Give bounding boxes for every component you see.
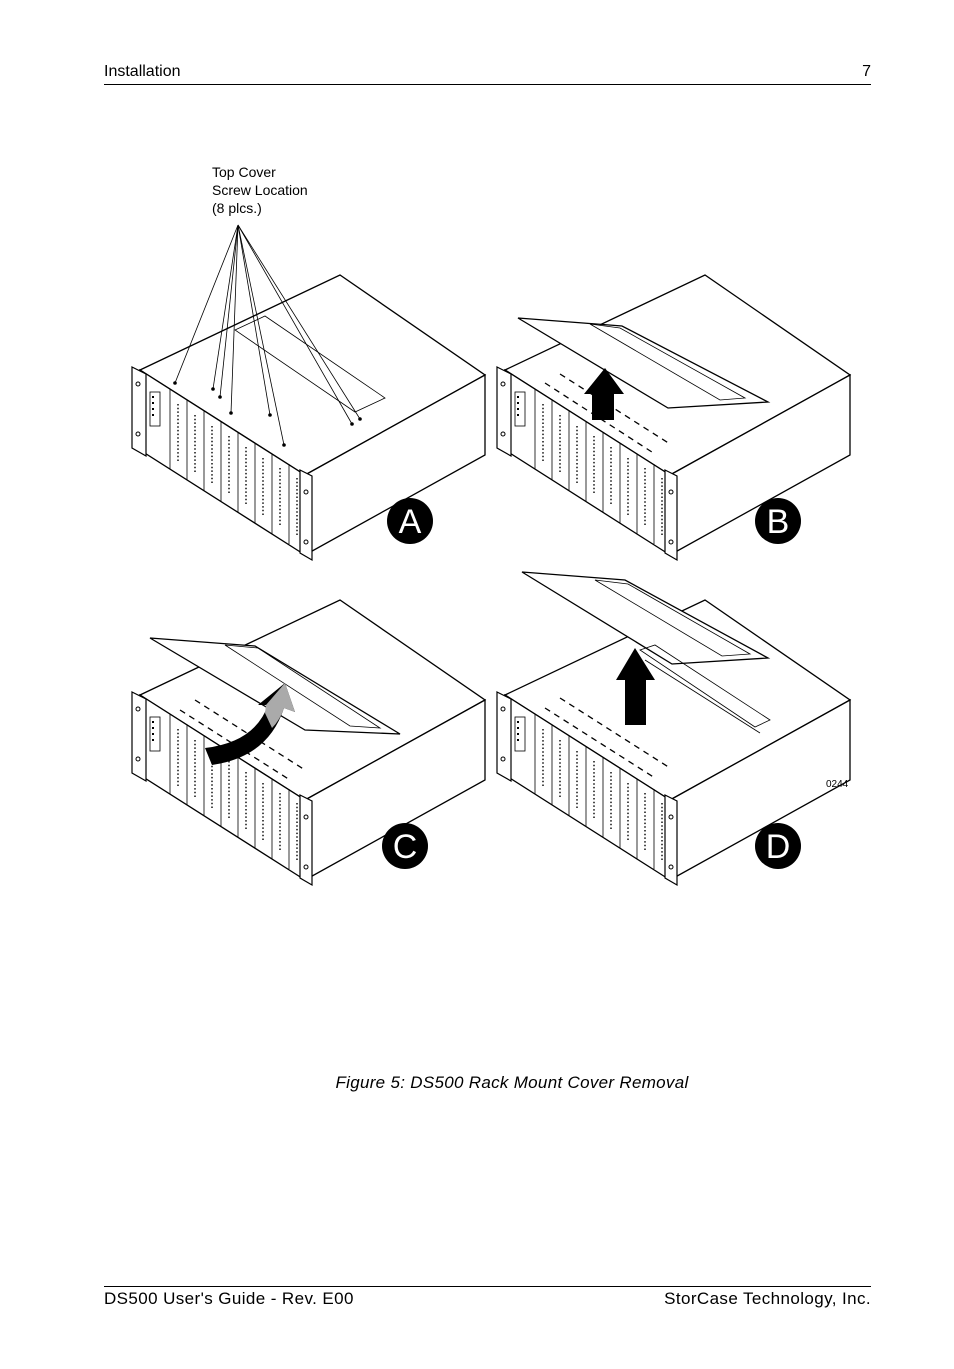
up-arrow-icon bbox=[584, 368, 624, 420]
svg-text:D: D bbox=[766, 828, 791, 866]
figure-caption: Figure 5: DS500 Rack Mount Cover Removal bbox=[335, 1073, 689, 1092]
panel-d-chassis bbox=[496, 571, 851, 886]
svg-text:B: B bbox=[767, 503, 790, 541]
panel-label-a: A bbox=[387, 498, 433, 544]
svg-text:C: C bbox=[393, 828, 418, 866]
screw-location-callout: Top Cover Screw Location (8 plcs.) bbox=[212, 163, 308, 217]
section-title: Installation bbox=[104, 63, 181, 80]
up-arrow-icon-d bbox=[616, 648, 655, 725]
page-footer: DS500 User's Guide - Rev. E00 StorCase T… bbox=[104, 1286, 871, 1317]
callout-line-3: (8 plcs.) bbox=[212, 200, 262, 216]
figure-code: 0244 bbox=[826, 779, 849, 790]
svg-text:A: A bbox=[399, 503, 422, 541]
screw-leader-lines bbox=[174, 224, 361, 446]
page-number: 7 bbox=[862, 63, 871, 80]
panel-b-chassis bbox=[496, 274, 851, 561]
page-header: Installation 7 bbox=[104, 62, 871, 85]
footer-company: StorCase Technology, Inc. bbox=[664, 1289, 871, 1308]
panel-label-d: D bbox=[755, 823, 801, 869]
panel-c-chassis bbox=[131, 599, 486, 886]
panel-label-b: B bbox=[755, 498, 801, 544]
callout-line-2: Screw Location bbox=[212, 182, 308, 198]
callout-line-1: Top Cover bbox=[212, 164, 276, 180]
footer-document-title: DS500 User's Guide - Rev. E00 bbox=[104, 1289, 354, 1308]
panel-label-c: C bbox=[382, 823, 428, 869]
